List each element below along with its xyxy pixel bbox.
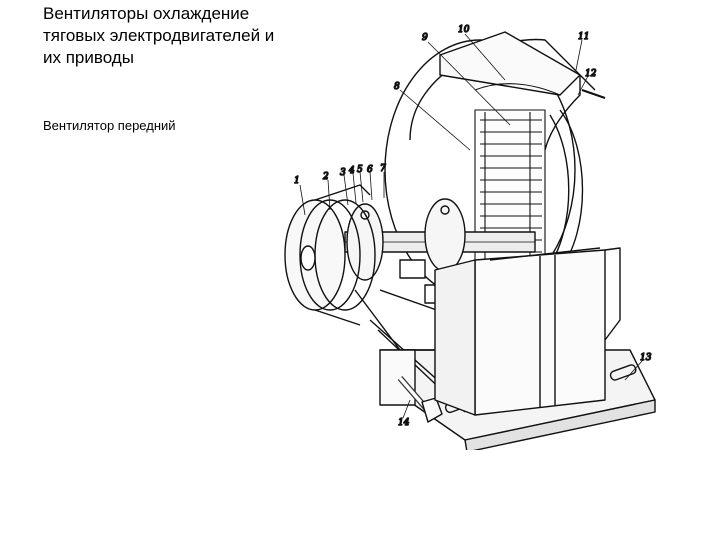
callout-2: 2 xyxy=(322,172,329,182)
callout-1: 1 xyxy=(294,176,300,186)
leader-lines xyxy=(299,33,644,419)
support-pedestal xyxy=(434,247,621,416)
callout-13: 13 xyxy=(640,353,652,363)
callout-14: 14 xyxy=(398,418,410,428)
callout-9: 9 xyxy=(422,33,428,43)
callout-7: 7 xyxy=(380,164,386,174)
tension-bolt xyxy=(397,376,443,423)
slide-subtitle: Вентилятор передний xyxy=(43,118,176,133)
callout-11: 11 xyxy=(578,32,589,42)
callout-8: 8 xyxy=(394,82,400,92)
bearing-housings xyxy=(346,198,466,304)
callout-labels: 1 2 3 4 5 6 7 8 9 10 11 12 13 14 xyxy=(293,24,652,428)
callout-4: 4 xyxy=(348,166,355,176)
inlet-scroll xyxy=(549,109,584,271)
callout-5: 5 xyxy=(357,165,363,175)
belt-pulley xyxy=(284,184,376,326)
callout-12: 12 xyxy=(585,69,597,79)
callout-3: 3 xyxy=(340,168,346,178)
slide-title: Вентиляторы охлаждение тяговых электродв… xyxy=(43,4,275,67)
fan-drive-drawing: 1 2 3 4 5 6 7 8 9 10 11 12 13 14 xyxy=(260,20,700,450)
callout-6: 6 xyxy=(367,165,373,175)
callout-10: 10 xyxy=(458,25,470,35)
